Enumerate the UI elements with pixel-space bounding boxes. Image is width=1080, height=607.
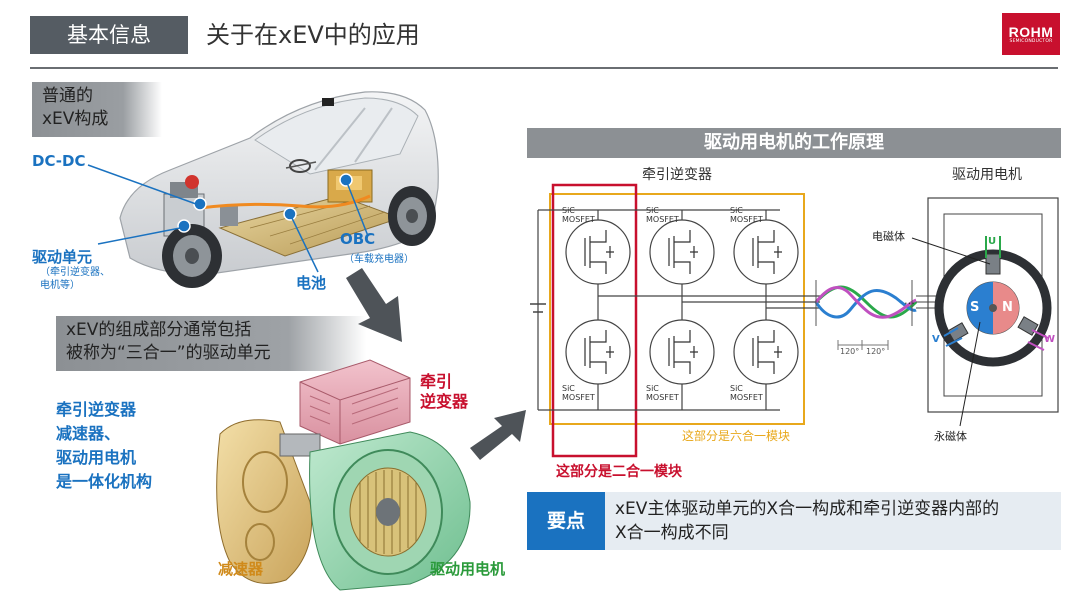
car-heading-line2: xEV构成 bbox=[42, 109, 109, 129]
pole-n: N bbox=[1002, 300, 1013, 315]
ellipsis-text: … bbox=[904, 294, 915, 307]
label-traction-inverter: 牵引 逆变器 bbox=[420, 372, 468, 412]
rohm-logo: ROHM SEMICONDUCTOR bbox=[1002, 13, 1060, 55]
phase-u: U bbox=[988, 236, 997, 247]
components-heading-line2: 被称为“三合一”的驱动单元 bbox=[66, 343, 271, 363]
mosfet-text: MOSFET bbox=[730, 393, 763, 402]
section-tag: 基本信息 bbox=[30, 16, 188, 54]
three-in-one-unit-illustration bbox=[216, 359, 471, 591]
components-description: 牵引逆变器 减速器、 驱动用电机 是一体化机构 bbox=[56, 398, 152, 494]
inverter-label-line2: 逆变器 bbox=[420, 392, 469, 411]
label-permanent-magnet: 永磁体 bbox=[934, 430, 967, 443]
sic-text: SiC bbox=[646, 206, 659, 215]
phase-v: V bbox=[932, 334, 940, 345]
arrow-right-icon bbox=[470, 410, 526, 460]
label-drive-unit-note: （牵引逆变器、 电机等） bbox=[40, 266, 110, 292]
label-drive-unit: 驱动单元 bbox=[32, 248, 93, 266]
angle-label-1: 120° bbox=[840, 347, 860, 356]
mosfet-text: MOSFET bbox=[562, 215, 595, 224]
sic-text: SiC bbox=[730, 206, 743, 215]
components-heading: xEV的组成部分通常包括 被称为“三合一”的驱动单元 bbox=[56, 316, 366, 371]
desc-line: 是一体化机构 bbox=[56, 472, 153, 491]
mosfet-text: MOSFET bbox=[562, 393, 595, 402]
angle-label-2: 120° bbox=[866, 347, 886, 356]
logo-sub-text: SEMICONDUCTOR bbox=[1009, 39, 1053, 44]
label-dcdc: DC-DC bbox=[32, 152, 86, 170]
two-in-one-caption: 这部分是二合一模块 bbox=[556, 464, 682, 480]
drive-unit-note-line2: 电机等） bbox=[40, 280, 80, 291]
key-point-text: xEV主体驱动单元的X合一构成和牵引逆变器内部的 X合一构成不同 bbox=[615, 497, 999, 545]
inverter-label-line1: 牵引 bbox=[420, 372, 453, 391]
sic-text: SiC bbox=[646, 384, 659, 393]
components-heading-line1: xEV的组成部分通常包括 bbox=[66, 320, 252, 340]
desc-line: 减速器、 bbox=[56, 424, 121, 443]
car-heading-line1: 普通的 bbox=[42, 86, 93, 106]
label-obc: OBC bbox=[340, 230, 376, 248]
desc-line: 牵引逆变器 bbox=[56, 400, 137, 419]
key-point-line2: X合一构成不同 bbox=[615, 523, 729, 543]
sic-text: SiC bbox=[562, 206, 575, 215]
sic-text: SiC bbox=[730, 384, 743, 393]
header-divider bbox=[30, 67, 1058, 69]
car-heading: 普通的 xEV构成 bbox=[32, 82, 162, 137]
label-reducer: 减速器 bbox=[218, 560, 264, 578]
label-electromagnet: 电磁体 bbox=[872, 230, 905, 243]
page-title: 关于在xEV中的应用 bbox=[206, 21, 420, 49]
label-obc-note: （车载充电器） bbox=[344, 254, 414, 265]
phase-w: W bbox=[1044, 334, 1056, 345]
key-point-box: 要点 xEV主体驱动单元的X合一构成和牵引逆变器内部的 X合一构成不同 bbox=[527, 492, 1061, 550]
mosfet-text: MOSFET bbox=[646, 215, 679, 224]
six-in-one-caption: 这部分是六合一模块 bbox=[682, 429, 791, 443]
drive-unit-note-line1: （牵引逆变器、 bbox=[40, 267, 110, 278]
logo-main-text: ROHM bbox=[1008, 24, 1054, 40]
label-drive-motor: 驱动用电机 bbox=[430, 560, 506, 578]
two-in-one-box bbox=[551, 183, 638, 458]
sic-text: SiC bbox=[562, 384, 575, 393]
motor-title: 驱动用电机 bbox=[952, 167, 1022, 183]
inverter-title: 牵引逆变器 bbox=[642, 167, 712, 183]
mosfet-text: MOSFET bbox=[730, 215, 763, 224]
label-battery: 电池 bbox=[296, 274, 327, 292]
key-point-label: 要点 bbox=[527, 492, 605, 550]
pole-s: S bbox=[970, 300, 980, 315]
desc-line: 驱动用电机 bbox=[56, 448, 137, 467]
key-point-line1: xEV主体驱动单元的X合一构成和牵引逆变器内部的 bbox=[615, 499, 1000, 519]
principle-title: 驱动用电机的工作原理 bbox=[527, 128, 1061, 158]
mosfet-text: MOSFET bbox=[646, 393, 679, 402]
